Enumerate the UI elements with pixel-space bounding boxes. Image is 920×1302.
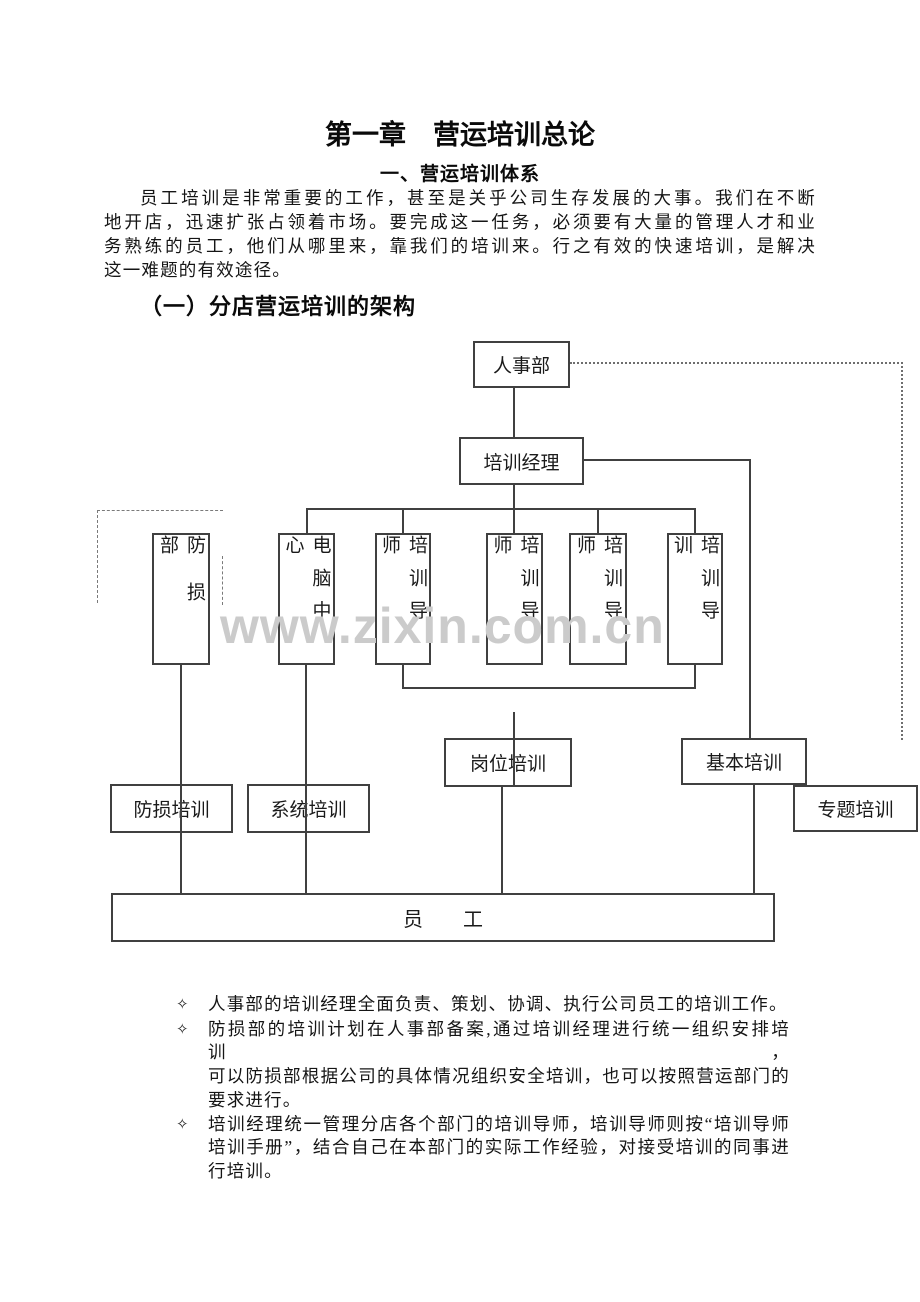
- node-system-training: 系统培训: [247, 784, 370, 833]
- connector-line: [597, 508, 599, 533]
- dotted-connector-line: [901, 362, 903, 740]
- page-subtitle: 一、营运培训体系: [379, 164, 540, 185]
- connector-line: [501, 787, 503, 894]
- node-label: 员 工: [403, 909, 483, 931]
- connector-line: [753, 785, 755, 894]
- node-hr-dept: 人事部: [473, 341, 570, 388]
- list-item: ✧ 防损部的培训计划在人事部备案,通过培训经理进行统一组织安排培训， 可以防损部根…: [176, 1018, 792, 1113]
- text-line: 员工培训是非常重要的工作，甚至是关乎公司生存发展的大事。我们在不断: [140, 188, 816, 208]
- node-special-topic-training: 专题培训: [793, 785, 918, 832]
- list-item: ✧ 培训经理统一管理分店各个部门的培训导师，培训导师则按“培训导师培训手册”，结…: [176, 1113, 792, 1184]
- diamond-bullet-icon: ✧: [176, 1021, 189, 1038]
- page-title: 第一章 营运培训总论: [325, 120, 595, 150]
- intro-paragraph: 员工培训是非常重要的工作，甚至是关乎公司生存发展的大事。我们在不断地开店，迅速扩…: [104, 186, 816, 282]
- text-line: 地开店，迅速扩张占领着市场。要完成这一任务，必须要有大量的管理人才和业: [104, 212, 816, 232]
- node-label: 系统培训: [270, 800, 347, 821]
- connector-line: [694, 508, 696, 533]
- node-label: 电脑中心: [282, 535, 331, 634]
- connector-line: [402, 665, 404, 689]
- node-label: 防损部: [157, 535, 205, 629]
- node-trainer-2: 培训导师: [486, 533, 543, 665]
- connector-line: [180, 665, 182, 894]
- connector-line: [694, 665, 696, 689]
- dashed-line: [97, 510, 223, 511]
- text-line: 要求进行。: [208, 1089, 302, 1110]
- diamond-bullet-icon: ✧: [176, 1116, 189, 1133]
- connector-line: [305, 665, 307, 894]
- connector-line: [307, 508, 696, 510]
- dashed-line: [222, 556, 223, 605]
- text-line: 行培训。: [208, 1160, 283, 1181]
- node-label: 防损培训: [133, 800, 210, 821]
- node-label: 培训导师: [490, 535, 539, 634]
- connector-line: [749, 459, 751, 738]
- text-line: 防损部的培训计划在人事部备案,通过培训经理进行统一组织安排培训，: [208, 1018, 790, 1063]
- list-item: ✧ 人事部的培训经理全面负责、策划、协调、执行公司员工的培训工作。: [176, 993, 792, 1018]
- node-label: 培训导师: [379, 535, 427, 634]
- node-loss-prevention-training: 防损培训: [110, 784, 233, 833]
- connector-line: [513, 712, 515, 787]
- notes-list: ✧ 人事部的培训经理全面负责、策划、协调、执行公司员工的培训工作。 ✧ 防损部的…: [176, 993, 792, 1184]
- dashed-line: [97, 510, 98, 603]
- node-position-training: 岗位培训: [444, 738, 572, 787]
- section-heading: （一）分店营运培训的架构: [140, 294, 417, 319]
- node-label: 基本培训: [705, 753, 782, 774]
- connector-line: [584, 459, 750, 461]
- text-line: 培训手册”，结合自己在本部门的实际工作经验，对接受培训的同事进: [208, 1137, 790, 1158]
- node-label: 人事部: [492, 356, 550, 377]
- node-label: 培训导师: [574, 535, 622, 634]
- dotted-connector-line: [570, 362, 903, 364]
- connector-line: [403, 687, 696, 689]
- node-trainer-3: 培训导师: [569, 533, 627, 665]
- node-computer-center: 电脑中心: [278, 533, 335, 665]
- diamond-bullet-icon: ✧: [176, 997, 189, 1013]
- node-label: 岗位培训: [469, 754, 546, 775]
- text-line: 可以防损部根据公司的具体情况组织安全培训，也可以按照营运部门的: [208, 1066, 790, 1087]
- connector-line: [306, 508, 308, 533]
- node-loss-prevention-dept: 防损部: [152, 533, 210, 665]
- node-label: 培训经理: [483, 452, 560, 474]
- node-basic-training: 基本培训: [681, 738, 807, 785]
- text-line: 这一难题的有效途径。: [104, 260, 291, 280]
- node-trainer-1: 培训导师: [375, 533, 431, 665]
- node-trainer-4: 培训导训: [667, 533, 723, 665]
- text-line: 培训经理统一管理分店各个部门的培训导师，培训导师则按“培训导师: [208, 1113, 790, 1134]
- node-label: 培训导训: [671, 535, 719, 634]
- list-item-text: 人事部的培训经理全面负责、策划、协调、执行公司员工的培训工作。: [208, 993, 790, 1017]
- text-line: 人事部的培训经理全面负责、策划、协调、执行公司员工的培训工作。: [208, 994, 788, 1014]
- node-employees: 员 工: [111, 893, 775, 942]
- connector-line: [513, 388, 515, 437]
- node-label: 专题培训: [817, 800, 894, 821]
- text-line: 务熟练的员工，他们从哪里来，靠我们的培训来。行之有效的快速培训，是解决: [104, 236, 816, 256]
- list-item-text: 培训经理统一管理分店各个部门的培训导师，培训导师则按“培训导师培训手册”，结合自…: [208, 1113, 790, 1184]
- connector-line: [402, 508, 404, 533]
- list-item-text: 防损部的培训计划在人事部备案,通过培训经理进行统一组织安排培训， 可以防损部根据公…: [208, 1018, 790, 1113]
- node-training-manager: 培训经理: [459, 437, 584, 485]
